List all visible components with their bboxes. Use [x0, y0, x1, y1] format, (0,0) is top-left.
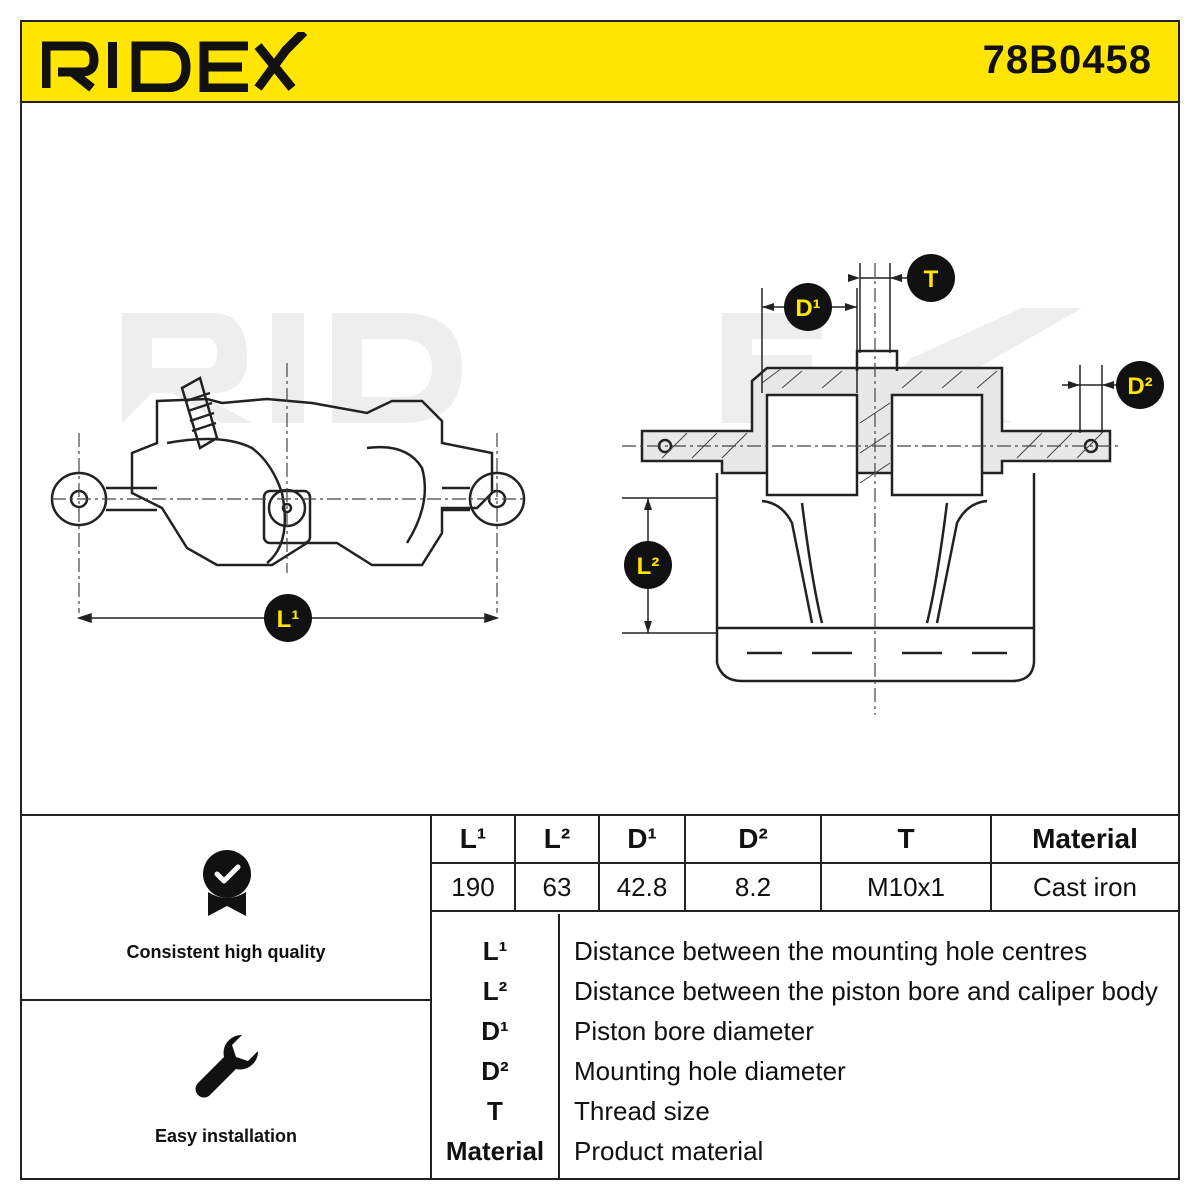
caliper-section-centerlines [622, 263, 1122, 715]
callout-l1-label: L¹ [277, 606, 300, 633]
dimension-arrows [644, 274, 1114, 633]
spec-header-d2: D² [684, 814, 822, 864]
caliper-front-centerlines [52, 363, 527, 613]
legend-description: Distance between the piston bore and cal… [574, 976, 1158, 1006]
legend-key: L² [482, 976, 508, 1006]
technical-drawing: L¹ L² D¹ T D² [22, 103, 1178, 814]
header-bar: 78B0458 [22, 22, 1178, 103]
feature-quality-label: Consistent high quality [126, 942, 326, 962]
spec-header-l1: L¹ [432, 814, 516, 864]
product-sheet: 78B0458 [20, 20, 1180, 1180]
legend-key: Material [445, 1136, 545, 1166]
callout-t: T [907, 254, 955, 302]
callout-d2: D² [1116, 361, 1164, 409]
spec-value-d2: 8.2 [684, 862, 822, 912]
feature-installation-label: Easy installation [154, 1126, 298, 1146]
callout-d2-label: D² [1127, 373, 1152, 400]
legend-key: D¹ [481, 1016, 509, 1046]
spec-table: L¹ L² D¹ D² T Material 190 63 42.8 8.2 M… [432, 814, 1178, 912]
spec-header-row: L¹ L² D¹ D² T Material [432, 814, 1178, 864]
callout-d1-label: D¹ [795, 295, 820, 322]
callout-t-label: T [924, 266, 939, 293]
legend-row: D² Mounting hole diameter [432, 1052, 1178, 1092]
legend-row: Material Product material [432, 1132, 1178, 1172]
legend-key: L¹ [482, 936, 508, 966]
spec-value-material: Cast iron [990, 862, 1178, 912]
wrench-icon [195, 1034, 259, 1098]
legend-row: L¹ Distance between the mounting hole ce… [432, 932, 1178, 972]
ridex-logo [42, 32, 308, 92]
spec-value-l2: 63 [514, 862, 600, 912]
quality-badge-icon [203, 850, 251, 916]
feature-quality: Consistent high quality [22, 816, 430, 1001]
legend-key: T [487, 1096, 503, 1126]
spec-header-d1: D¹ [598, 814, 686, 864]
spec-value-row: 190 63 42.8 8.2 M10x1 Cast iron [432, 862, 1178, 912]
spec-header-t: T [820, 814, 992, 864]
feature-panel: Consistent high quality Easy installatio… [22, 814, 432, 1178]
legend-description: Piston bore diameter [574, 1016, 814, 1046]
legend-description: Distance between the mounting hole centr… [574, 936, 1088, 966]
spec-value-d1: 42.8 [598, 862, 686, 912]
legend-table: L¹ Distance between the mounting hole ce… [432, 914, 1178, 1178]
legend-description: Mounting hole diameter [574, 1056, 846, 1086]
feature-installation: Easy installation [22, 1001, 430, 1178]
legend-key: D² [481, 1056, 509, 1086]
legend-row: D¹ Piston bore diameter [432, 1012, 1178, 1052]
legend-row: L² Distance between the piston bore and … [432, 972, 1178, 1012]
spec-value-l1: 190 [432, 862, 516, 912]
part-number: 78B0458 [982, 38, 1152, 82]
spec-header-l2: L² [514, 814, 600, 864]
dimension-lines [622, 263, 1122, 634]
callout-l2-label: L² [637, 553, 660, 580]
callout-l2: L² [624, 541, 672, 589]
caliper-section-view [640, 349, 1112, 683]
legend-description: Thread size [574, 1096, 710, 1126]
legend-description: Product material [574, 1136, 764, 1166]
legend-divider [558, 914, 560, 1178]
spec-header-material: Material [990, 814, 1178, 864]
callout-l1: L¹ [264, 594, 312, 642]
callout-d1: D¹ [784, 283, 832, 331]
legend-row: T Thread size [432, 1092, 1178, 1132]
spec-value-t: M10x1 [820, 862, 992, 912]
